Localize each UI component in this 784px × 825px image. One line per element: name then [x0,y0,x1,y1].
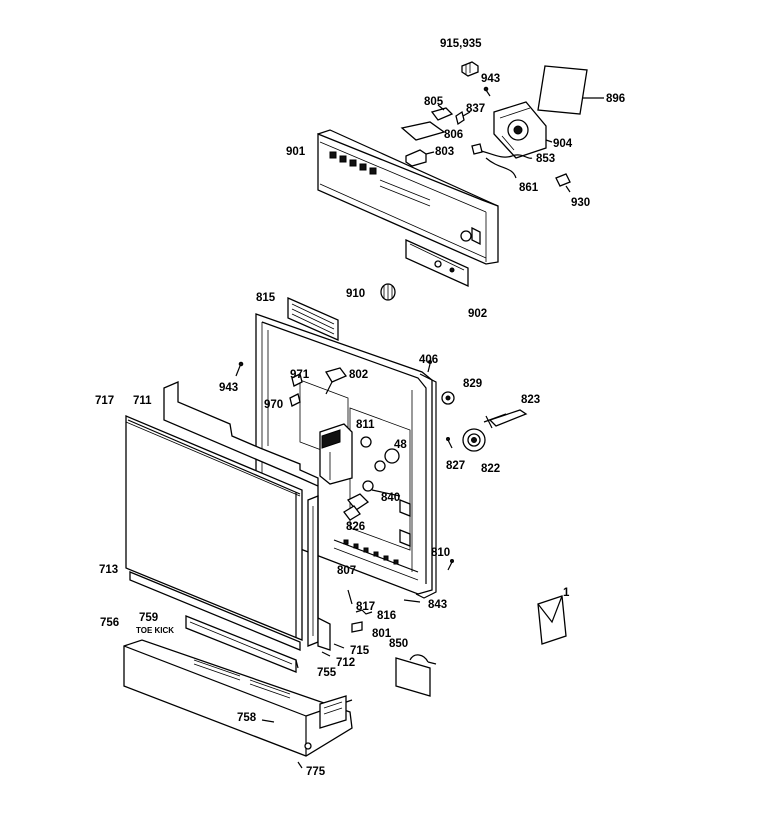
part-943-screw-top [483,86,491,97]
label-711: 711 [133,395,152,407]
label-806: 806 [444,129,463,141]
part-971-bracket [291,373,303,387]
part-758-screw [261,719,275,723]
label-715: 715 [350,645,370,657]
part-943-screw-left [235,361,244,377]
part-915-935-knob [461,61,479,77]
label-755: 755 [317,667,337,679]
part-970-clip [289,393,301,407]
label-712: 712 [336,657,355,669]
label-1: 1 [563,587,570,599]
part-817-screw [347,589,353,605]
part-823-arm [483,409,528,429]
part-803-switch [405,149,435,167]
part-756-toe-kick [123,639,353,757]
part-904-timer [493,101,553,159]
label-48: 48 [394,439,407,451]
label-971: 971 [290,369,310,381]
label-759: 759 [139,612,158,624]
label-756: 756 [100,617,119,629]
label-827: 827 [446,460,465,472]
part-713-trim-strip [129,571,301,651]
part-910-knob [380,283,396,301]
part-930-lamp [555,173,571,193]
label-902: 902 [468,308,487,320]
part-806-board [400,121,446,141]
label-826: 826 [346,521,365,533]
label-803: 803 [435,146,454,158]
label-805: 805 [424,96,444,108]
label-943-left: 943 [219,382,238,394]
label-802: 802 [349,369,368,381]
part-801-link [351,621,363,633]
part-816-spring [355,609,373,615]
part-837-clip [455,110,471,126]
part-712-clip [321,651,331,657]
part-850-bracket [395,654,437,697]
label-815: 815 [256,292,276,304]
part-717-outer-panel [125,415,303,641]
label-758: 758 [237,712,257,724]
label-943-top: 943 [481,73,500,85]
label-896: 896 [606,93,625,105]
label-817: 817 [356,601,375,613]
part-840-spring [362,480,401,497]
part-715-screw [333,643,345,649]
label-850: 850 [389,638,408,650]
label-910: 910 [346,288,365,300]
label-843: 843 [428,599,447,611]
part-755-screw [295,659,299,669]
label-816: 816 [377,610,396,622]
part-815-vent [287,297,339,341]
label-901: 901 [286,146,306,158]
part-861-wire [485,157,517,179]
part-843-gasket [403,373,437,603]
label-904: 904 [553,138,573,150]
part-775-screw [297,742,312,769]
part-711-liner-bracket [163,381,331,651]
part-1-literature [537,595,567,645]
part-822-dispenser-cap [462,428,486,452]
part-896-insulation [537,65,604,115]
label-713: 713 [99,564,118,576]
part-48-detergent-cup [360,436,400,472]
part-759-toe-kick-plate [185,615,297,673]
part-902-panel [405,238,469,288]
label-406: 406 [419,354,438,366]
part-827-screw [446,437,453,449]
label-930: 930 [571,197,590,209]
part-805-switch [430,104,454,121]
label-837: 837 [466,103,485,115]
label-801: 801 [372,628,392,640]
label-970: 970 [264,399,283,411]
label-822: 822 [481,463,500,475]
part-802-hinge [325,367,348,395]
label-840: 840 [381,492,400,504]
part-853-harness [471,143,533,159]
part-810-screw [447,559,454,571]
label-717: 717 [95,395,114,407]
part-829-cap [441,391,455,405]
label-915-935: 915,935 [440,38,482,50]
part-406-screw [427,360,432,373]
label-853: 853 [536,153,555,165]
part-811-dispenser [319,423,353,485]
part-807-hinge-strip [307,495,319,647]
label-810: 810 [431,547,450,559]
label-861: 861 [519,182,539,194]
part-labels: 915,935 943 896 805 837 806 803 904 853 … [95,38,625,778]
label-823: 823 [521,394,540,406]
label-829: 829 [463,378,482,390]
part-901-console [317,129,499,265]
label-775: 775 [306,766,326,778]
part-826-latch [343,493,370,521]
label-807: 807 [337,565,356,577]
label-811: 811 [356,419,375,431]
label-toe-kick: TOE KICK [136,626,174,635]
